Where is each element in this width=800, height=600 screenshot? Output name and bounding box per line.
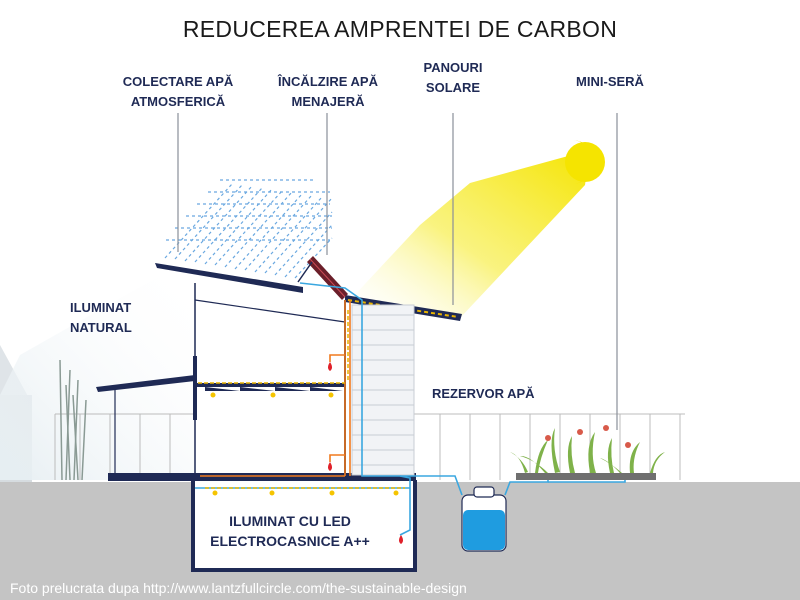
leader-lines bbox=[177, 113, 618, 430]
solar-water-heater bbox=[297, 256, 348, 300]
label-greenhouse: MINI-SERĂ bbox=[576, 74, 644, 89]
ground-slab bbox=[108, 473, 416, 481]
basement bbox=[191, 480, 417, 572]
fence bbox=[54, 413, 685, 480]
sun-beam bbox=[350, 150, 590, 318]
label-natural-lighting: ILUMINAT NATURAL bbox=[70, 300, 132, 335]
label-water-heating: ÎNCĂLZIRE APĂ MENAJERĂ bbox=[278, 74, 378, 109]
water-tank bbox=[461, 486, 507, 552]
reeds bbox=[59, 359, 87, 481]
label-rainwater-collection: COLECTARE APĂ ATMOSFERICĂ bbox=[122, 74, 234, 109]
hot-water-pipes bbox=[200, 300, 351, 477]
photo-credit-caption: Foto prelucrata dupa http://www.lantzful… bbox=[10, 580, 467, 596]
water-drop-icons bbox=[328, 362, 403, 544]
rain-lines bbox=[164, 179, 333, 279]
label-solar-panels: PANOURI SOLARE bbox=[423, 60, 483, 95]
main-roof bbox=[155, 263, 303, 293]
sun-icon bbox=[565, 140, 605, 184]
electric-lines bbox=[198, 310, 405, 489]
label-led-lighting: ILUMINAT CU LED ELECTROCASNICE A++ bbox=[210, 513, 370, 549]
greenhouse-plants bbox=[510, 425, 665, 480]
ceiling-lights bbox=[210, 392, 399, 496]
page-title: REDUCEREA AMPRENTEI DE CARBON bbox=[182, 16, 618, 42]
porch-roof bbox=[96, 375, 195, 392]
natural-light-beam bbox=[0, 270, 195, 480]
house-structure bbox=[114, 283, 346, 473]
label-water-tank: REZERVOR APĂ bbox=[432, 386, 535, 401]
ceiling-fins bbox=[205, 387, 343, 391]
